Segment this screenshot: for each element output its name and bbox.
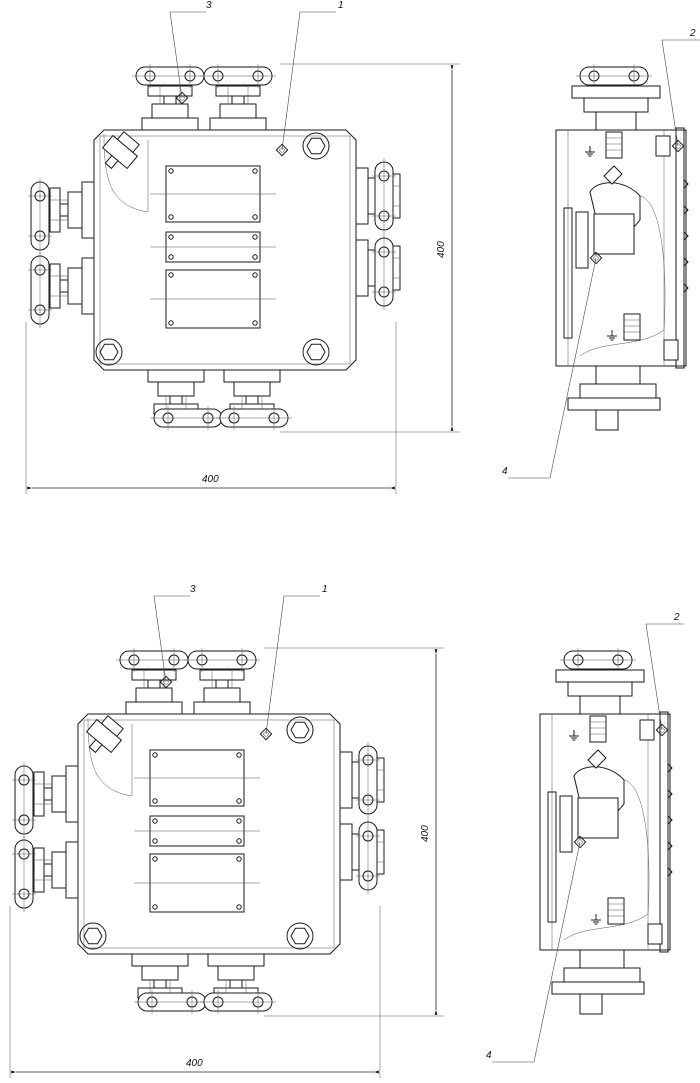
callout-3-upper: 3 xyxy=(206,0,212,11)
lower-view-labels: 3 1 2 4 400 400 xyxy=(186,584,680,1069)
dimension-height-upper: 400 xyxy=(436,241,447,258)
lower-side-view xyxy=(540,648,672,1014)
callout-4-lower: 4 xyxy=(486,1050,492,1061)
dimension-height-lower: 400 xyxy=(420,825,431,842)
lower-view-annotations xyxy=(9,595,684,1078)
callout-2-lower: 2 xyxy=(673,612,680,623)
upper-view-annotations xyxy=(25,11,700,494)
callout-4-upper: 4 xyxy=(502,466,508,477)
upper-view-labels: 3 1 2 4 400 400 xyxy=(202,0,696,485)
lower-front-view xyxy=(12,648,384,1014)
callout-1-upper: 1 xyxy=(338,0,344,11)
dimension-width-lower: 400 xyxy=(186,1058,203,1069)
dimension-width-upper: 400 xyxy=(202,474,219,485)
callout-1-lower: 1 xyxy=(322,584,328,595)
callout-2-upper: 2 xyxy=(689,28,696,39)
callout-3-lower: 3 xyxy=(190,584,196,595)
